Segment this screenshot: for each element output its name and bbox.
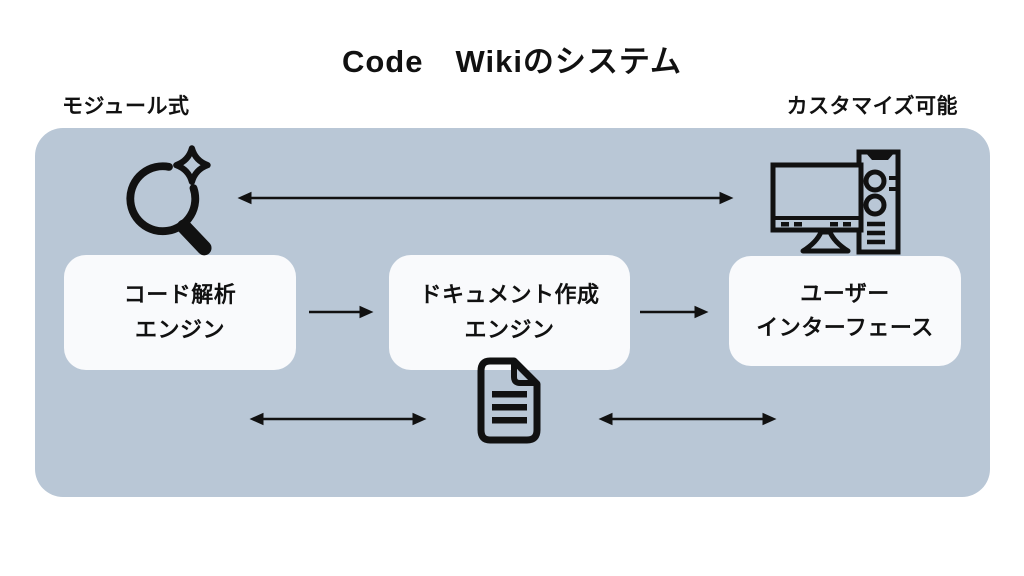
node-code-analysis-engine: コード解析 エンジン: [64, 255, 296, 370]
sparkle-magnifier-icon: [118, 145, 230, 257]
node-label-line: エンジン: [134, 316, 225, 342]
node-label-line: ドキュメント作成: [419, 282, 600, 308]
node-document-creation-engine: ドキュメント作成 エンジン: [389, 255, 630, 370]
node-label-line: インターフェース: [756, 315, 934, 340]
document-icon: [474, 357, 546, 445]
node-user-interface: ユーザー インターフェース: [729, 256, 961, 366]
page-title: Code Wikiのシステム: [341, 44, 683, 79]
desktop-computer-icon: [770, 148, 908, 256]
node-label-line: コード解析: [123, 282, 237, 308]
node-label-line: ユーザー: [800, 280, 890, 306]
node-label-line: エンジン: [464, 316, 555, 342]
annotation-modular: モジュール式: [62, 95, 190, 118]
annotation-customizable: カスタマイズ可能: [786, 95, 958, 118]
